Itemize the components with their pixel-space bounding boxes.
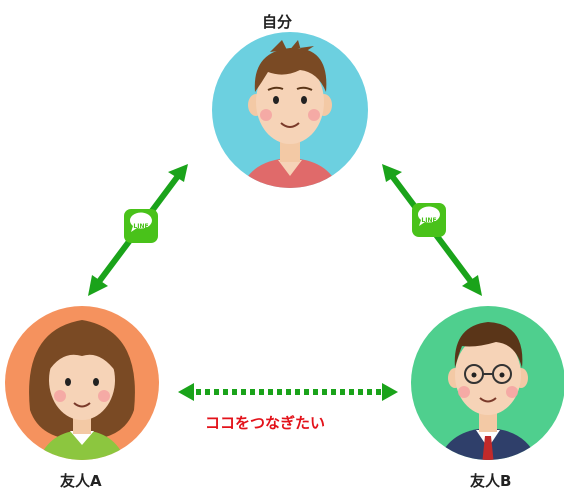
- badge-text-right: LINE: [421, 217, 436, 224]
- badge-text-left: LINE: [133, 223, 148, 230]
- self-avatar: [212, 32, 368, 188]
- connection-label: ココをつなぎたい: [205, 414, 326, 432]
- friend-a-label: 友人A: [60, 472, 102, 490]
- line-chat-icon: LINE: [412, 203, 446, 237]
- self-label: 自分: [262, 13, 293, 31]
- line-chat-icon: LINE: [124, 209, 158, 243]
- friend-b-label: 友人B: [470, 472, 512, 490]
- friend-a-avatar: [5, 306, 159, 460]
- dotted-arrow-friends: [178, 383, 398, 401]
- friend-b-avatar: [411, 306, 564, 460]
